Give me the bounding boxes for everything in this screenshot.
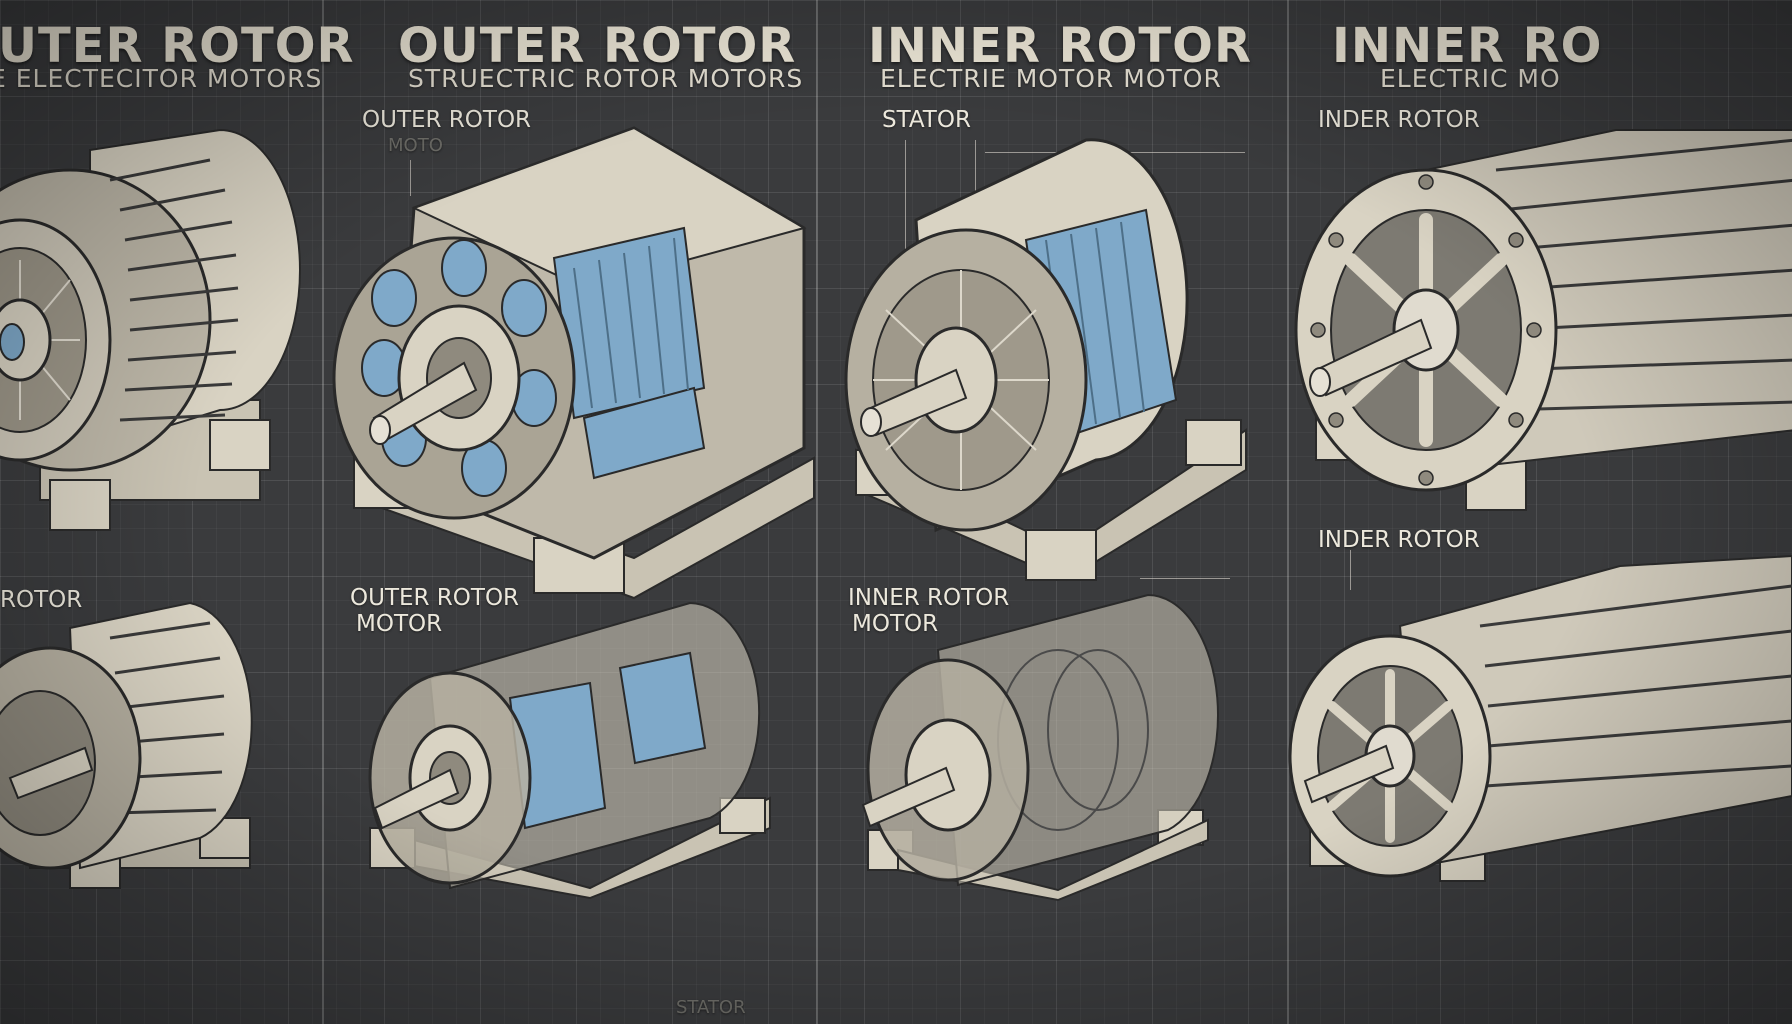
inner-rotor-transparent-illustration — [861, 593, 1220, 902]
label-stator-top: STATOR — [882, 107, 971, 133]
label-rotor-bottom-left: ROTOR — [0, 587, 83, 613]
label-outer-rotor-motor: MOTOR — [356, 611, 443, 637]
leader-line — [1140, 578, 1230, 579]
outer-rotor-motor-illustration — [0, 128, 301, 531]
column-4-subtitle: ELECTRIC MO — [1380, 64, 1561, 93]
label-outer-rotor-bottom: OUTER ROTOR — [350, 585, 520, 611]
column-divider-1 — [322, 0, 324, 1024]
leader-line — [410, 160, 411, 196]
column-2-subtitle: STRUECTRIC ROTOR MOTORS — [408, 64, 804, 93]
column-2-title: OUTER ROTOR — [398, 18, 797, 74]
leader-line — [905, 140, 906, 260]
label-outer-rotor-top: OUTER ROTOR — [362, 107, 532, 133]
label-inder-rotor-top: INDER ROTOR — [1318, 107, 1480, 133]
outer-rotor-transparent-illustration — [368, 601, 771, 900]
inner-rotor-end-illustration — [1294, 129, 1792, 511]
leader-line — [975, 140, 976, 230]
column-4-title: INNER RO — [1332, 18, 1603, 74]
label-inner-rotor-motor: MOTOR — [852, 611, 939, 637]
column-1-title: UTER ROTOR — [0, 18, 355, 74]
label-inner-rotor-bottom: INNER ROTOR — [848, 585, 1010, 611]
label-inder-rotor-mid: INDER ROTOR — [1318, 527, 1480, 553]
inner-rotor-small-illustration — [1288, 554, 1792, 882]
label-moto-faint: MOTO — [388, 135, 443, 156]
column-divider-2 — [816, 0, 818, 1024]
inner-rotor-motor-illustration — [844, 138, 1247, 582]
label-stator-faint: STATOR — [676, 997, 746, 1018]
column-3-title: INNER ROTOR — [868, 18, 1252, 74]
column-1-subtitle: E ELECTECITOR MOTORS — [0, 64, 323, 93]
outer-rotor-small-illustration — [0, 601, 253, 889]
column-3-subtitle: ELECTRIE MOTOR MOTOR — [880, 64, 1222, 93]
outer-rotor-cutaway-illustration — [332, 126, 815, 600]
column-divider-3 — [1287, 0, 1289, 1024]
leader-line — [1350, 550, 1351, 590]
